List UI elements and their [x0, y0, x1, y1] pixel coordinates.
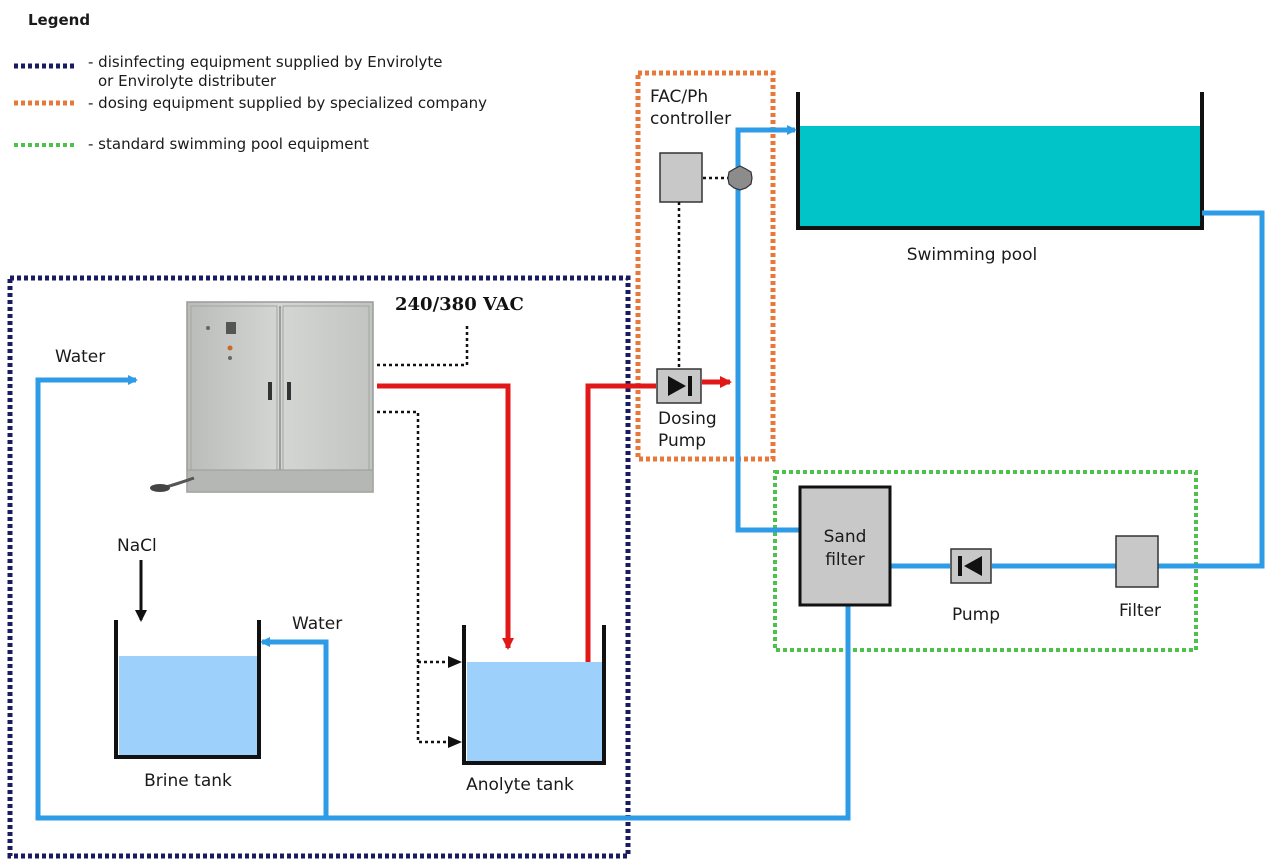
dosing-pump-icon: [668, 376, 692, 396]
circulation-pump: Pump: [950, 548, 1000, 625]
brine-water-pipe: [260, 637, 329, 818]
water-supply-loop-pipe: [35, 375, 851, 821]
legend-item-envirolyte-cont: or Envirolyte distributer: [98, 72, 277, 90]
dosing-pump-label-1: Dosing: [658, 409, 717, 429]
water-pipes: [35, 125, 1265, 821]
brine-tank: Brine tank: [114, 620, 261, 791]
control-line-lower: [377, 410, 458, 744]
fac-controller-box: [659, 152, 703, 203]
standard-equipment-boundary: [773, 470, 1198, 652]
dosing-pump-label-2: Pump: [658, 431, 706, 451]
cabinet-handle-left: [268, 382, 272, 400]
anolyte-tank-label: Anolyte tank: [466, 775, 574, 795]
legend-title: Legend: [28, 11, 90, 29]
swimming-pool: Swimming pool: [796, 92, 1204, 265]
legend: Legend - disinfecting equipment supplied…: [14, 11, 487, 153]
brine-tank-water: [119, 656, 259, 756]
voltage-label: 240/380 VAC: [395, 294, 524, 315]
swimming-pool-label: Swimming pool: [907, 245, 1038, 265]
fac-controller-label-1: FAC/Ph: [650, 87, 708, 107]
pump-label: Pump: [952, 605, 1000, 625]
dosing-pump: Dosing Pump: [656, 368, 717, 451]
legend-item-envirolyte: - disinfecting equipment supplied by Env…: [88, 53, 443, 71]
legend-item-dosing: - dosing equipment supplied by specializ…: [88, 94, 487, 112]
anolyte-dosing-pipe: [585, 383, 656, 662]
cabinet-indicator: [227, 345, 233, 351]
electrolysis-cabinet: [150, 301, 374, 493]
circulation-pump-icon: [958, 556, 982, 576]
power-line: [377, 326, 469, 367]
nacl-label: NaCl: [117, 536, 157, 556]
return-to-pool-pipe: [735, 125, 800, 533]
cabinet-handle-right: [287, 382, 291, 400]
cabinet-display: [226, 322, 236, 334]
brine-tank-label: Brine tank: [144, 771, 232, 791]
anolyte-feed-pipe: [377, 383, 514, 650]
sand-filter-label-2: filter: [825, 550, 865, 570]
pool-outlet-pipe: [1158, 210, 1265, 569]
sand-filter-body: [798, 485, 892, 607]
filter: Filter: [1115, 535, 1161, 621]
fac-controller-label-2: controller: [650, 109, 731, 129]
pool-walls: [796, 92, 1204, 230]
sand-filter: Sand filter: [798, 485, 892, 607]
gear-sensor-icon: [727, 165, 753, 191]
anolyte-tank-walls: [462, 625, 606, 765]
water-inlet-label: Water: [55, 347, 105, 367]
pool-water: [798, 126, 1202, 227]
legend-item-standard: - standard swimming pool equipment: [88, 135, 369, 153]
dosing-equipment-boundary: [635, 70, 776, 462]
anolyte-tank: Anolyte tank: [462, 625, 606, 795]
brine-water-label: Water: [292, 614, 342, 634]
anolyte-tank-water: [467, 662, 603, 762]
filter-label: Filter: [1119, 601, 1161, 621]
brine-tank-walls: [114, 620, 261, 759]
sand-filter-label-1: Sand: [824, 527, 867, 547]
envirolyte-equipment-boundary: [7, 275, 631, 859]
filter-body: [1115, 535, 1159, 588]
